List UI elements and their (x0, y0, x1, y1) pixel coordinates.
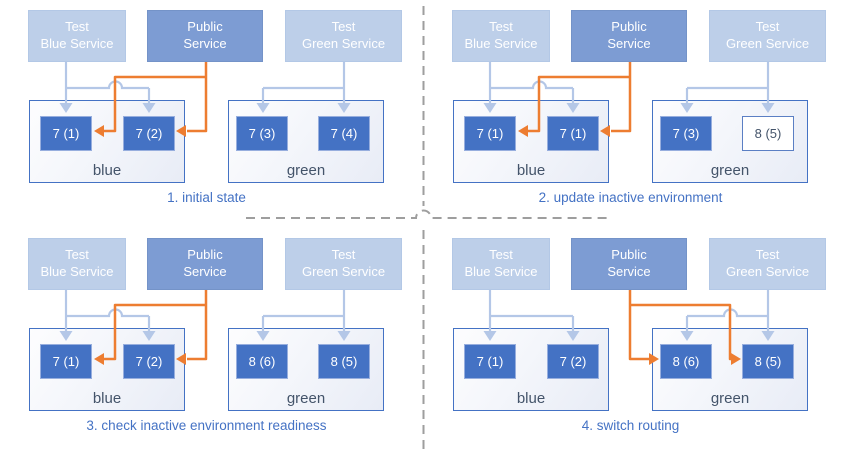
test-service-arrows (64, 62, 346, 103)
line-hop-arc (490, 80, 573, 90)
test-service-arrows (64, 290, 346, 331)
blue-environment-box: 7 (1) 7 (2) blue (29, 328, 185, 411)
service-label-line: Blue Service (464, 264, 538, 279)
service-label-line: Test (331, 247, 356, 263)
service-label-line: Test (65, 247, 89, 263)
service-label-line: Service (183, 36, 227, 51)
service-label-line: Service (183, 264, 227, 279)
service-label-line: Green Service (725, 264, 810, 279)
service-label-line: Public (611, 19, 647, 35)
test-blue-service-box: Test Blue Service (452, 238, 550, 290)
test-green-service-box: Test Green Service (709, 238, 826, 290)
test-green-service-box: Test Green Service (285, 10, 402, 62)
quadrant-caption: 1. initial state (167, 190, 246, 205)
service-label-line: Blue Service (40, 36, 114, 51)
blue-pod-2: 7 (1) (547, 116, 599, 151)
green-environment-label: green (286, 390, 326, 407)
quadrant-caption: 4. switch routing (581, 418, 680, 433)
blue-pod-1: 7 (1) (464, 116, 516, 151)
service-label-line: Public (187, 19, 223, 35)
green-environment-box: 7 (3) 8 (5) green (652, 100, 808, 183)
green-pod-2: 8 (5) (742, 344, 794, 379)
green-pod-1: 7 (3) (236, 116, 288, 151)
line-hop-arc (687, 308, 768, 318)
blue-environment-box: 7 (1) 7 (2) blue (29, 100, 185, 183)
line-hop-arc (66, 80, 149, 90)
blue-environment-label: blue (92, 390, 122, 407)
service-label-line: Service (607, 36, 651, 51)
test-blue-service-box: Test Blue Service (452, 10, 550, 62)
service-label-line: Blue Service (40, 264, 114, 279)
blue-environment-label: blue (516, 162, 546, 179)
test-blue-service-box: Test Blue Service (28, 238, 126, 290)
blue-environment-label: blue (516, 390, 546, 407)
green-environment-label: green (710, 390, 750, 407)
public-service-box: Public Service (571, 238, 687, 290)
service-label-line: Test (65, 19, 89, 35)
public-service-box: Public Service (147, 238, 263, 290)
green-pod-1: 8 (6) (660, 344, 712, 379)
service-label-line: Test (489, 247, 513, 263)
blue-pod-1: 7 (1) (40, 116, 92, 151)
green-environment-box: 8 (6) 8 (5) green (652, 328, 808, 411)
service-label-line: Green Service (301, 36, 386, 51)
test-blue-service-box: Test Blue Service (28, 10, 126, 62)
service-label-line: Public (611, 247, 647, 263)
test-service-arrows (488, 62, 770, 103)
public-service-box: Public Service (571, 10, 687, 62)
public-service-box: Public Service (147, 10, 263, 62)
test-service-arrows (488, 290, 770, 331)
blue-pod-1: 7 (1) (40, 344, 92, 379)
service-label-line: Green Service (301, 264, 386, 279)
blue-environment-box: 7 (1) 7 (2) blue (453, 328, 609, 411)
service-label-line: Service (607, 264, 651, 279)
blue-pod-2: 7 (2) (547, 344, 599, 379)
quadrant-switch-routing: Test Blue Service Public Service Test Gr… (424, 228, 848, 456)
green-environment-box: 8 (6) 8 (5) green (228, 328, 384, 411)
quadrant-initial-state: Test Blue Service Public Service Test Gr… (0, 0, 424, 228)
green-environment-label: green (710, 162, 750, 179)
green-environment-box: 7 (3) 7 (4) green (228, 100, 384, 183)
service-label-line: Test (755, 19, 780, 35)
green-pod-2: 7 (4) (318, 116, 370, 151)
test-green-service-box: Test Green Service (285, 238, 402, 290)
green-pod-2-new-version: 8 (5) (742, 116, 794, 151)
quadrant-update-inactive: Test Blue Service Public Service Test Gr… (424, 0, 848, 228)
service-label-line: Green Service (725, 36, 810, 51)
quadrant-check-readiness: Test Blue Service Public Service Test Gr… (0, 228, 424, 456)
blue-pod-2: 7 (2) (123, 344, 175, 379)
green-pod-1: 8 (6) (236, 344, 288, 379)
quadrant-caption: 2. update inactive environment (538, 190, 723, 205)
blue-pod-1: 7 (1) (464, 344, 516, 379)
blue-pod-2: 7 (2) (123, 116, 175, 151)
service-label-line: Blue Service (464, 36, 538, 51)
service-label-line: Test (755, 247, 780, 263)
test-green-service-box: Test Green Service (709, 10, 826, 62)
green-pod-1: 7 (3) (660, 116, 712, 151)
quadrant-caption: 3. check inactive environment readiness (86, 418, 327, 433)
green-pod-2: 8 (5) (318, 344, 370, 379)
blue-environment-label: blue (92, 162, 122, 179)
blue-environment-box: 7 (1) 7 (1) blue (453, 100, 609, 183)
service-label-line: Test (331, 19, 356, 35)
service-label-line: Public (187, 247, 223, 263)
line-hop-arc (66, 308, 149, 318)
green-environment-label: green (286, 162, 326, 179)
service-label-line: Test (489, 19, 513, 35)
